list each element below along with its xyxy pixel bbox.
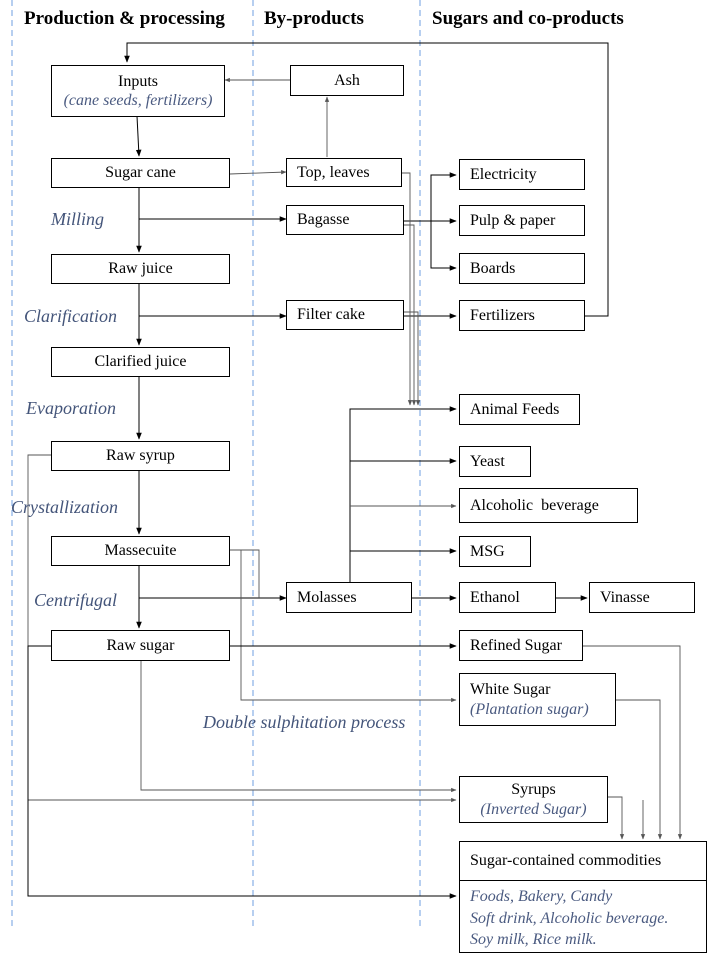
node-massecuite: Massecuite xyxy=(51,536,230,566)
node-clarified-juice: Clarified juice xyxy=(51,347,230,377)
node-fertilizers: Fertilizers xyxy=(459,300,585,331)
step-milling: Milling xyxy=(51,209,104,229)
node-boards: Boards xyxy=(459,253,585,284)
node-raw-sugar: Raw sugar xyxy=(51,630,230,661)
node-raw-syrup: Raw syrup xyxy=(51,441,230,471)
node-white-sugar-label: White Sugar xyxy=(470,681,551,699)
node-vinasse: Vinasse xyxy=(589,582,695,613)
node-inputs-label: Inputs xyxy=(118,72,158,90)
node-sugar-cane: Sugar cane xyxy=(51,158,230,188)
node-msg: MSG xyxy=(459,536,531,567)
commodities-list: Foods, Bakery, Candy Soft drink, Alcohol… xyxy=(470,886,668,951)
node-syrups: Syrups (Inverted Sugar) xyxy=(459,776,608,823)
node-raw-juice: Raw juice xyxy=(51,254,230,284)
node-syrups-subtitle: (Inverted Sugar) xyxy=(480,800,587,818)
column-header-sugars: Sugars and co-products xyxy=(432,8,624,29)
node-refined-sugar: Refined Sugar xyxy=(459,630,583,661)
step-double-sulphitation: Double sulphitation process xyxy=(203,712,406,732)
node-white-sugar: White Sugar (Plantation sugar) xyxy=(459,673,616,726)
step-centrifugal: Centrifugal xyxy=(34,590,118,610)
node-inputs: Inputs (cane seeds, fertilizers) xyxy=(51,65,225,117)
node-white-sugar-subtitle: (Plantation sugar) xyxy=(470,700,589,718)
node-alcoholic-beverage: Alcoholic beverage xyxy=(459,488,638,523)
step-evaporation: Evaporation xyxy=(26,398,116,418)
node-electricity: Electricity xyxy=(459,159,585,190)
node-filter-cake: Filter cake xyxy=(286,300,404,330)
commodities-line: Soy milk, Rice milk. xyxy=(470,931,597,949)
node-syrups-label: Syrups xyxy=(511,781,556,799)
node-inputs-subtitle: (cane seeds, fertilizers) xyxy=(63,92,213,109)
node-bagasse: Bagasse xyxy=(286,205,404,235)
commodities-line: Foods, Bakery, Candy xyxy=(470,888,613,905)
column-header-byproducts: By-products xyxy=(264,8,364,29)
node-ash: Ash xyxy=(290,65,404,96)
commodities-line: Soft drink, Alcoholic beverage. xyxy=(470,909,669,927)
node-sugar-commodities: Sugar-contained commodities Foods, Baker… xyxy=(459,841,707,953)
step-crystallization: Crystallization xyxy=(11,497,119,517)
column-header-production: Production & processing xyxy=(24,8,225,29)
node-ethanol: Ethanol xyxy=(459,582,556,613)
node-top-leaves: Top, leaves xyxy=(286,158,402,187)
step-clarification: Clarification xyxy=(24,306,118,326)
node-animal-feeds: Animal Feeds xyxy=(459,394,580,425)
commodities-title: Sugar-contained commodities xyxy=(460,842,706,881)
node-pulp-paper: Pulp & paper xyxy=(459,205,585,236)
node-molasses: Molasses xyxy=(286,582,412,613)
node-yeast: Yeast xyxy=(459,446,531,477)
